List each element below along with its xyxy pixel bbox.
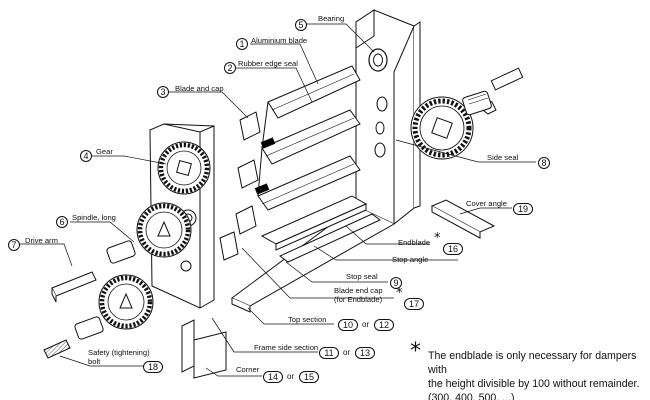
label-blade-end-cap: Blade end cap (for Endblade) xyxy=(334,286,383,304)
label-endblade: Endblade xyxy=(398,238,431,247)
label-gear: Gear xyxy=(96,147,113,156)
callout-5: 5 xyxy=(295,19,307,31)
endblade-footnote: The endblade is only necessary for dampe… xyxy=(428,350,640,400)
callout-13: 13 xyxy=(355,347,375,359)
callout-12: 12 xyxy=(374,319,394,331)
label-stop-angle: Stop angle xyxy=(392,255,429,264)
label-corner: Corner xyxy=(236,365,260,374)
label-stop-seal: Stop seal xyxy=(346,272,378,281)
blade-caps-drawing xyxy=(219,111,261,261)
callout-14: 14 xyxy=(263,371,283,383)
label-top-section: Top section xyxy=(288,315,327,324)
cover-angle-drawing xyxy=(430,199,496,239)
label-rubber-edge-seal: Rubber edge seal xyxy=(238,59,298,68)
callout-18: 18 xyxy=(143,361,163,373)
callout-11: 11 xyxy=(319,347,339,359)
or-11-13: or xyxy=(343,348,351,357)
endblade-drawing xyxy=(260,195,381,263)
or-10-12: or xyxy=(362,320,370,329)
callout-10: 10 xyxy=(338,319,358,331)
label-aluminium-blade: Aluminium blade xyxy=(251,36,308,45)
callout-6: 6 xyxy=(56,216,68,228)
label-side-seal: Side seal xyxy=(487,153,519,162)
corner-drawing xyxy=(181,319,227,379)
endblade-asterisk: * xyxy=(434,231,441,246)
callout-8: 8 xyxy=(538,157,550,169)
label-cover-angle: Cover angle xyxy=(466,199,507,208)
safety-bolt-drawing xyxy=(43,339,71,359)
callout-19: 19 xyxy=(513,203,533,215)
bearing-drawing xyxy=(368,48,388,158)
middle-left-gear-drawing xyxy=(106,202,192,264)
leader-lines xyxy=(20,23,536,377)
label-safety-bolt: Safety (tightening) bolt xyxy=(88,348,150,366)
or-14-15: or xyxy=(287,372,295,381)
callout-7: 7 xyxy=(8,239,20,251)
callout-2: 2 xyxy=(224,62,236,74)
blade-end-cap-asterisk: * xyxy=(396,286,403,301)
label-bearing: Bearing xyxy=(318,14,345,23)
lower-left-gear-drawing xyxy=(74,274,154,340)
callout-3: 3 xyxy=(157,86,169,98)
right-gear-drawing xyxy=(410,67,524,160)
callout-4: 4 xyxy=(80,150,92,162)
callout-16: 16 xyxy=(443,243,463,255)
upper-left-gear-drawing xyxy=(157,141,211,195)
label-frame-side-section: Frame side section xyxy=(254,343,319,352)
label-drive-arm: Drive arm xyxy=(25,236,58,245)
callout-15: 15 xyxy=(299,371,319,383)
label-blade-and-cap: Blade and cap xyxy=(175,84,224,93)
note-asterisk: * xyxy=(410,339,421,364)
drive-arm-drawing xyxy=(51,271,97,303)
blades-drawing xyxy=(254,65,361,211)
callout-17: 17 xyxy=(404,298,424,310)
label-spindle-long: Spindle, long xyxy=(72,213,116,222)
callout-1: 1 xyxy=(236,38,248,50)
callout-9: 9 xyxy=(390,277,402,289)
